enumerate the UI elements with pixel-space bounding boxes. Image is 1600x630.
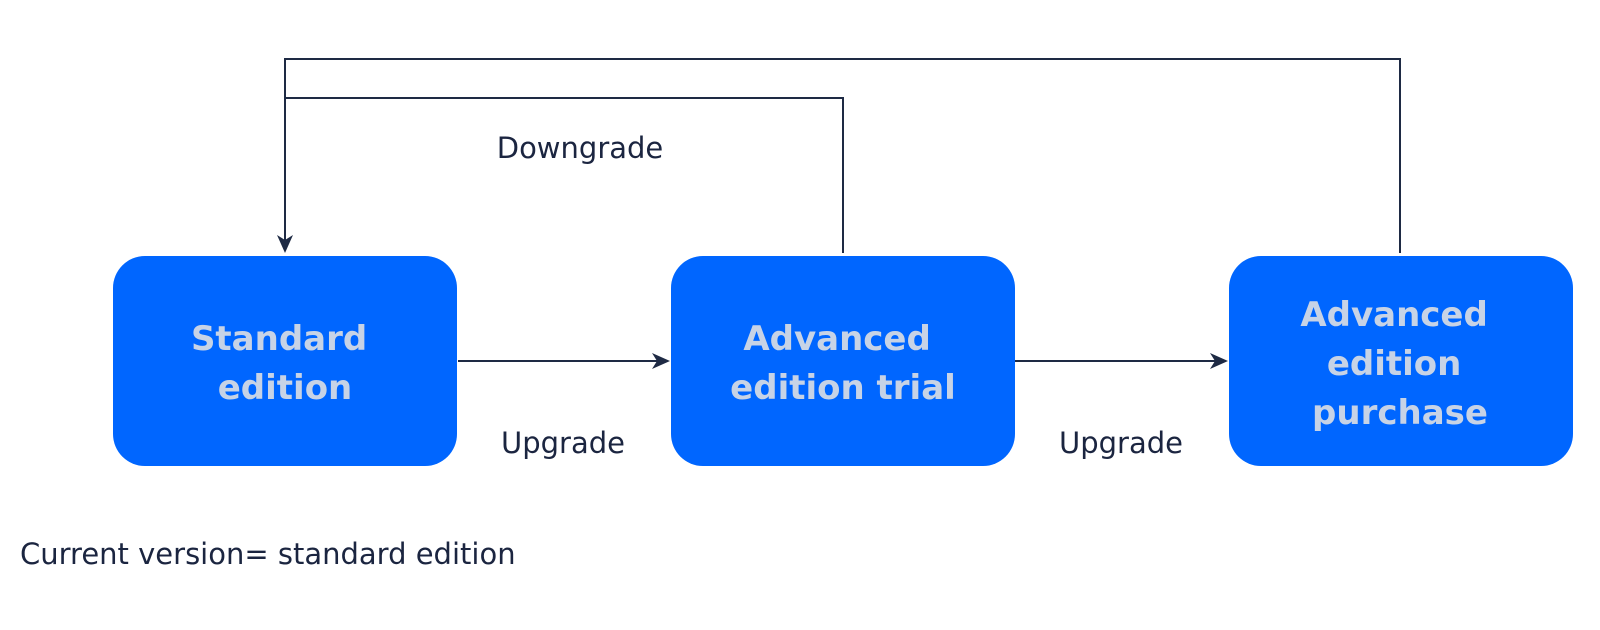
node-standard-box xyxy=(113,256,457,466)
node-standard-label: Standard edition xyxy=(191,319,379,408)
node-purchase-line-1: Advanced xyxy=(1300,295,1488,335)
node-trial-box xyxy=(671,256,1015,466)
downgrade-connector-from-trial xyxy=(285,97,844,253)
node-advanced-edition-purchase: Advanced edition purchase xyxy=(1229,256,1573,466)
downgrade-label: Downgrade xyxy=(497,131,664,165)
upgrade-arrowhead-to-trial xyxy=(652,353,670,369)
upgrade-label-1: Upgrade xyxy=(501,426,625,460)
downgrade-arrowhead xyxy=(277,235,293,253)
node-purchase-box xyxy=(1229,256,1573,466)
node-standard-line-2: edition xyxy=(218,368,353,408)
node-standard-edition: Standard edition xyxy=(113,256,457,466)
node-trial-label: Advanced edition trial xyxy=(730,319,956,408)
node-purchase-line-3: purchase xyxy=(1312,393,1488,433)
node-trial-line-2: edition trial xyxy=(730,368,956,408)
upgrade-arrowhead-to-purchase xyxy=(1210,353,1228,369)
node-standard-line-1: Standard xyxy=(191,319,367,359)
node-advanced-edition-trial: Advanced edition trial xyxy=(671,256,1015,466)
current-version-note: Current version= standard edition xyxy=(20,537,516,571)
node-trial-line-1: Advanced xyxy=(743,319,931,359)
node-purchase-line-2: edition xyxy=(1327,344,1462,384)
upgrade-label-2: Upgrade xyxy=(1059,426,1183,460)
node-purchase-label: Advanced edition purchase xyxy=(1300,295,1499,433)
downgrade-connector-from-purchase xyxy=(284,58,1401,253)
